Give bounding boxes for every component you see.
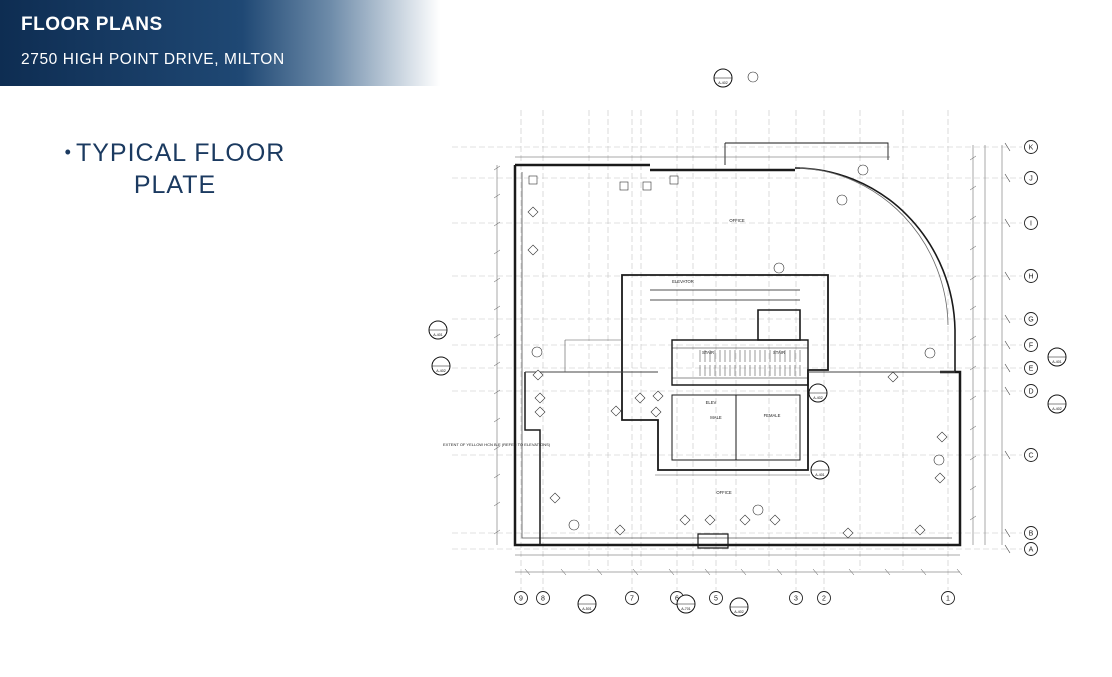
room-label: OFFICE [729, 218, 745, 223]
grid-bubble-row-label: F [1029, 343, 1033, 350]
grid-bubble-row-label: J [1029, 176, 1033, 183]
fixture-tag [549, 492, 561, 504]
grid-bubble-row-label: B [1029, 531, 1034, 538]
grid-bubble-row-label: H [1028, 274, 1033, 281]
callout-tag [773, 262, 785, 274]
section-marker-ref: A-701 [681, 607, 691, 611]
callout-tag [747, 71, 759, 83]
fixture-tag [936, 431, 948, 443]
grid-bubble-row [1024, 312, 1038, 326]
grid-bubble-row-label: G [1028, 317, 1033, 324]
extent-note: EXTENT OF YELLOW HCN B-E (REFER TO ELEVA… [443, 442, 551, 447]
section-marker-ref: A-402 [436, 369, 446, 373]
fixture-tag [842, 527, 854, 539]
section-marker-ref: A-402 [813, 396, 823, 400]
section-marker-ref: A-402 [1052, 407, 1062, 411]
fixture-tag [704, 514, 716, 526]
grid-bubble-row-label: A [1029, 547, 1034, 554]
fixture-tag [532, 369, 544, 381]
room-label: STAIR [773, 350, 785, 355]
grid-bubble-row [1024, 448, 1038, 462]
section-marker-ref: A-402 [718, 81, 728, 85]
grid-bubble-row [1024, 171, 1038, 185]
header-banner: FLOOR PLANS 2750 HIGH POINT DRIVE, MILTO… [0, 0, 440, 86]
fixture-tag [650, 406, 662, 418]
grid-bubble-col [817, 591, 831, 605]
plan-caption: •TYPICAL FLOOR PLATE [40, 136, 310, 201]
fixture-tag [679, 514, 691, 526]
room-label: ELEVATOR [672, 279, 694, 284]
room-label: OFFICE [716, 490, 732, 495]
grid-bubble-row-label: C [1028, 453, 1033, 460]
section-marker-ref: A-401 [815, 473, 825, 477]
grid-bubble-col [625, 591, 639, 605]
grid-bubble-col-label: 1 [946, 596, 950, 603]
grid-bubble-row-label: I [1030, 221, 1032, 228]
equipment-tag [669, 175, 679, 185]
room-label: MALE [710, 415, 722, 420]
grid-bubble-row-label: K [1029, 145, 1034, 152]
grid-bubble-row [1024, 140, 1038, 154]
callout-tag [836, 194, 848, 206]
grid-bubble-col [536, 591, 550, 605]
grid-bubble-row [1024, 361, 1038, 375]
section-marker-ref: A-401 [433, 333, 443, 337]
callout-tag [857, 164, 869, 176]
grid-bubble-col-label: 7 [630, 596, 634, 603]
room-label: ELEV [706, 400, 717, 405]
fixture-tag [527, 206, 539, 218]
plan-caption-text: TYPICAL FLOOR PLATE [75, 139, 286, 199]
grid-bubble-row [1024, 384, 1038, 398]
fixture-tag [739, 514, 751, 526]
fixture-tag [887, 371, 899, 383]
room-label: STAIR [702, 350, 714, 355]
fixture-tag [769, 514, 781, 526]
fixture-tag [534, 406, 546, 418]
equipment-tag [642, 181, 652, 191]
callout-tag [531, 346, 543, 358]
callout-tag [752, 504, 764, 516]
fixture-tag [534, 392, 546, 404]
fixture-tag [914, 524, 926, 536]
fixture-tag [634, 392, 646, 404]
bullet-icon: • [64, 142, 72, 162]
grid-bubble-row [1024, 269, 1038, 283]
grid-bubble-col-label: 3 [794, 596, 798, 603]
grid-bubble-col-label: 5 [714, 596, 718, 603]
fixture-tag [934, 472, 946, 484]
fixture-tag [614, 524, 626, 536]
fixture-tag [610, 405, 622, 417]
callout-tag [933, 454, 945, 466]
grid-bubble-col-label: 6 [675, 596, 679, 603]
grid-bubble-row [1024, 216, 1038, 230]
fixture-tag [527, 244, 539, 256]
grid-bubble-col-label: 8 [541, 596, 545, 603]
grid-bubble-row [1024, 526, 1038, 540]
grid-bubble-col-label: 9 [519, 596, 523, 603]
room-label: FEMALE [764, 413, 781, 418]
grid-bubble-col [941, 591, 955, 605]
equipment-tag [528, 175, 538, 185]
grid-bubble-col [709, 591, 723, 605]
grid-bubble-row-label: E [1029, 366, 1034, 373]
grid-bubble-row [1024, 542, 1038, 556]
fixture-tag [652, 390, 664, 402]
section-marker-ref: A-501 [582, 607, 592, 611]
section-marker-ref: A-401 [1052, 360, 1062, 364]
grid-bubble-col [789, 591, 803, 605]
grid-bubble-row-label: D [1028, 389, 1033, 396]
grid-bubble-row [1024, 338, 1038, 352]
equipment-tag [619, 181, 629, 191]
grid-bubble-col [514, 591, 528, 605]
property-address: 2750 HIGH POINT DRIVE, MILTON [21, 51, 285, 68]
callout-tag [568, 519, 580, 531]
page-title: FLOOR PLANS [21, 14, 163, 35]
callout-tag [924, 347, 936, 359]
grid-bubble-col-label: 2 [822, 596, 826, 603]
section-marker-ref: A-402 [734, 610, 744, 614]
